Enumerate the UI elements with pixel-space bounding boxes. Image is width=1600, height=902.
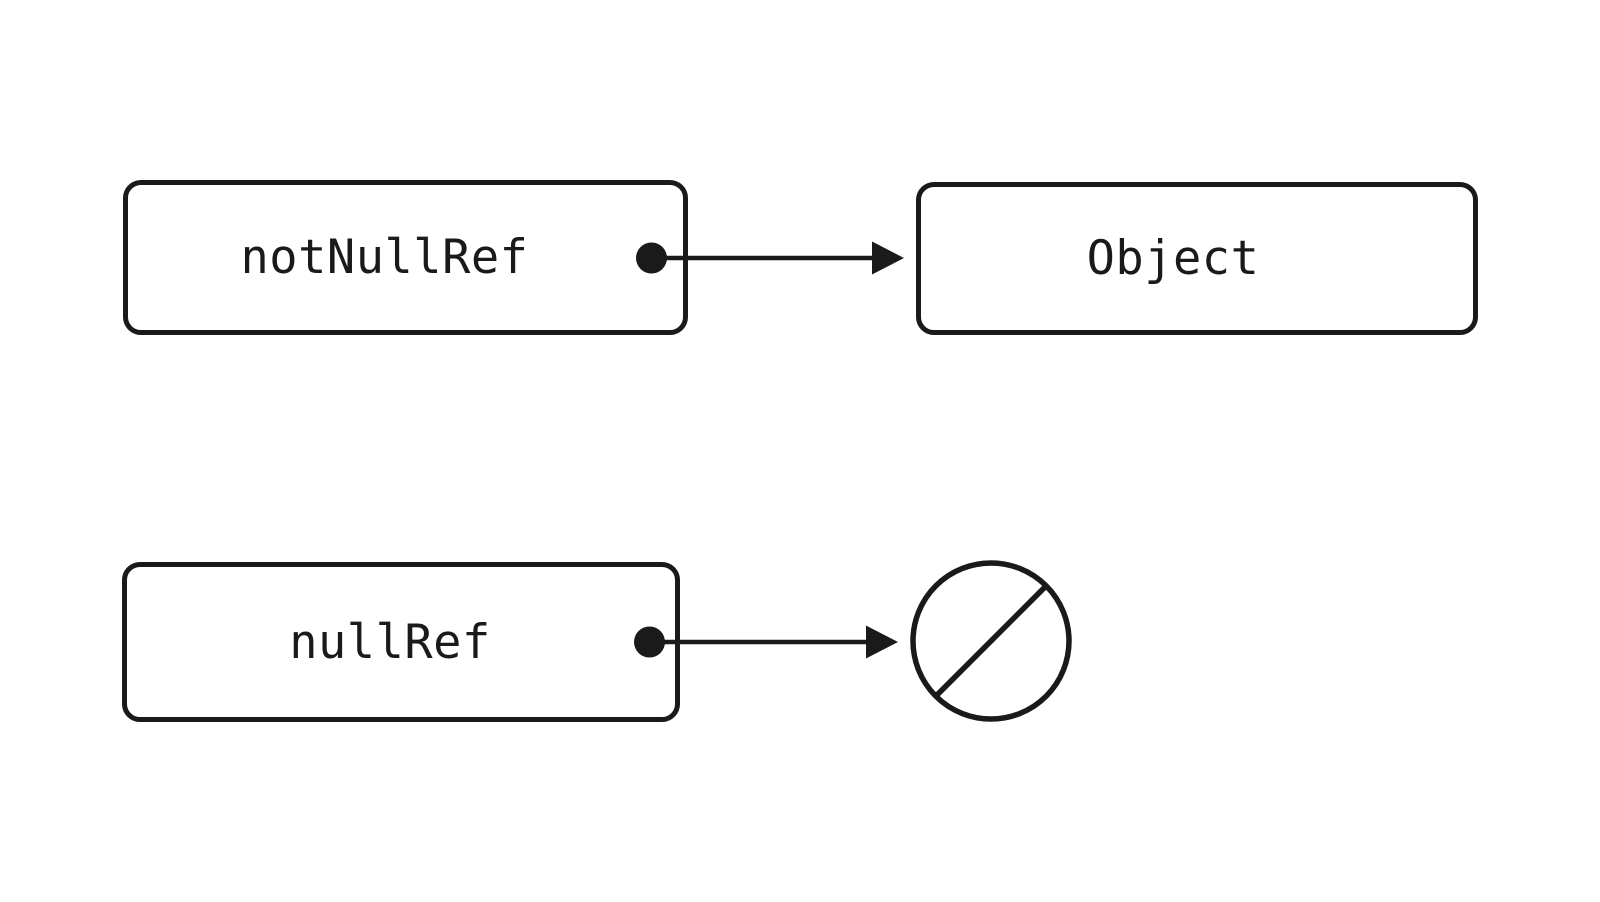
node-object: Object (916, 182, 1478, 335)
null-slash (934, 584, 1048, 698)
arrowhead-icon (872, 241, 904, 275)
node-notnullref: notNullRef (123, 180, 688, 335)
node-object-label: Object (1086, 231, 1260, 286)
edge-nullref-to-null (634, 625, 898, 659)
arrowhead-icon (866, 625, 898, 659)
edge-notnullref-to-object (636, 241, 904, 275)
null-icon (910, 560, 1072, 722)
null-circle (910, 560, 1072, 722)
node-notnullref-label: notNullRef (240, 230, 529, 285)
node-nullref: nullRef (122, 562, 680, 722)
node-nullref-label: nullRef (289, 614, 491, 670)
